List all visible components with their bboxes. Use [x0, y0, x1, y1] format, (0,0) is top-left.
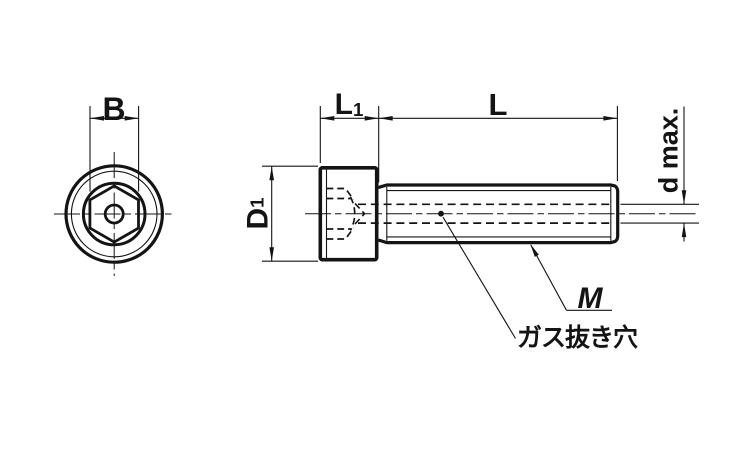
vent-hole-circle — [103, 203, 125, 225]
dim-label-vent-hole-diameter: d max. — [653, 107, 684, 194]
arrowhead — [269, 166, 274, 181]
arrowhead — [90, 116, 104, 121]
arrowhead — [320, 116, 335, 121]
arrowhead — [378, 116, 393, 121]
arrowhead — [269, 247, 274, 262]
side-view — [305, 166, 700, 262]
socket-drill-cone — [354, 202, 366, 225]
vent-leader-line — [442, 216, 516, 339]
head-outer-circle — [64, 164, 165, 264]
socket-hidden-bottom-outer — [326, 227, 355, 240]
arrowhead — [530, 243, 539, 257]
vent-hole-note-label: ガス抜き穴 — [517, 324, 638, 352]
dim-label-thread-length: L — [488, 87, 508, 122]
arrowhead — [603, 116, 618, 121]
dim-label-head-height: L1 — [319, 90, 379, 120]
head-chamfer-circle — [70, 170, 158, 258]
dim-label-head-height-sub: 1 — [352, 98, 364, 120]
dim-label-head-diameter-main: D — [241, 207, 274, 230]
socket-bottom-arc — [349, 196, 356, 231]
dim-label-socket-width: B — [102, 91, 126, 127]
hex-socket-hidden-lines — [326, 187, 366, 240]
dim-label-head-height-main: L — [334, 88, 353, 121]
front-view — [54, 152, 173, 276]
arrowhead — [364, 116, 379, 121]
thread-leader-line — [530, 244, 567, 311]
dim-label-head-diameter-sub: 1 — [246, 197, 268, 208]
dimensions — [89, 106, 699, 262]
socket-circle — [81, 181, 147, 247]
vent-leader-dot — [438, 210, 444, 217]
socket-hidden-top-outer — [326, 187, 355, 200]
socket-hexagon — [88, 184, 140, 244]
screw-head-outline — [318, 166, 379, 262]
shank-outline — [377, 183, 620, 245]
arrowhead — [681, 223, 687, 238]
arrowhead — [124, 116, 139, 121]
leader-lines — [438, 210, 612, 339]
arrowhead — [681, 190, 687, 205]
dim-label-thread-size: M — [577, 282, 603, 315]
